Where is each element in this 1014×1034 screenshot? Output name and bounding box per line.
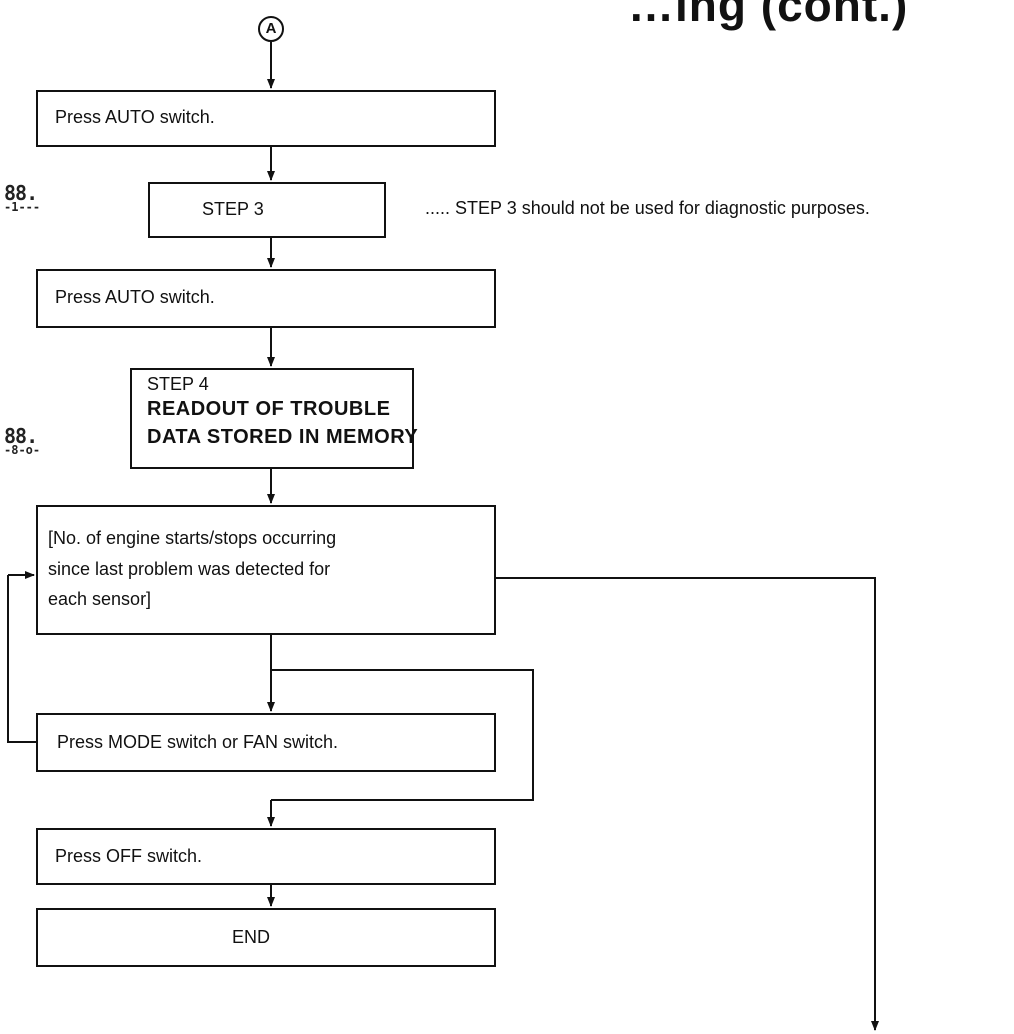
loop-back-line <box>7 575 36 743</box>
step3-label: STEP 3 <box>202 199 264 219</box>
connector-a: A <box>258 16 284 42</box>
info-box: [No. of engine starts/stops occurring si… <box>36 505 496 635</box>
display-step4-bottom: -8-o- <box>4 443 41 457</box>
press-off-box: Press OFF switch. <box>36 828 496 885</box>
branch-to-press-off <box>271 669 534 801</box>
display-step3-top: 88. <box>4 181 38 205</box>
display-icon-step3: 88. -1--- <box>4 183 40 213</box>
page-title: …ing (cont.) <box>628 0 909 31</box>
press-auto-label-2: Press AUTO switch. <box>55 287 215 307</box>
end-box: END <box>36 908 496 967</box>
step4-line2: DATA STORED IN MEMORY <box>147 426 419 448</box>
display-step3-bottom: -1--- <box>4 200 41 214</box>
press-auto-box-1: Press AUTO switch. <box>36 90 496 147</box>
end-label: END <box>232 927 271 947</box>
step4-line1: READOUT OF TROUBLE <box>147 398 391 420</box>
exit-right-line <box>496 577 876 1020</box>
info-line3: each sensor] <box>48 589 152 609</box>
press-mode-fan-label: Press MODE switch or FAN switch. <box>57 732 339 752</box>
press-auto-box-2: Press AUTO switch. <box>36 269 496 328</box>
info-line2: since last problem was detected for <box>48 559 331 579</box>
step3-note: ..... STEP 3 should not be used for diag… <box>425 198 870 218</box>
display-icon-step4: 88. -8-o- <box>4 426 40 456</box>
info-line1: [No. of engine starts/stops occurring <box>48 528 337 548</box>
display-step4-top: 88. <box>4 424 38 448</box>
press-auto-label-1: Press AUTO switch. <box>55 107 215 127</box>
press-off-label: Press OFF switch. <box>55 846 203 866</box>
step3-box: STEP 3 <box>148 182 386 238</box>
press-mode-fan-box: Press MODE switch or FAN switch. <box>36 713 496 772</box>
step4-box: STEP 4 READOUT OF TROUBLE DATA STORED IN… <box>130 368 418 469</box>
step4-label: STEP 4 <box>147 374 209 394</box>
